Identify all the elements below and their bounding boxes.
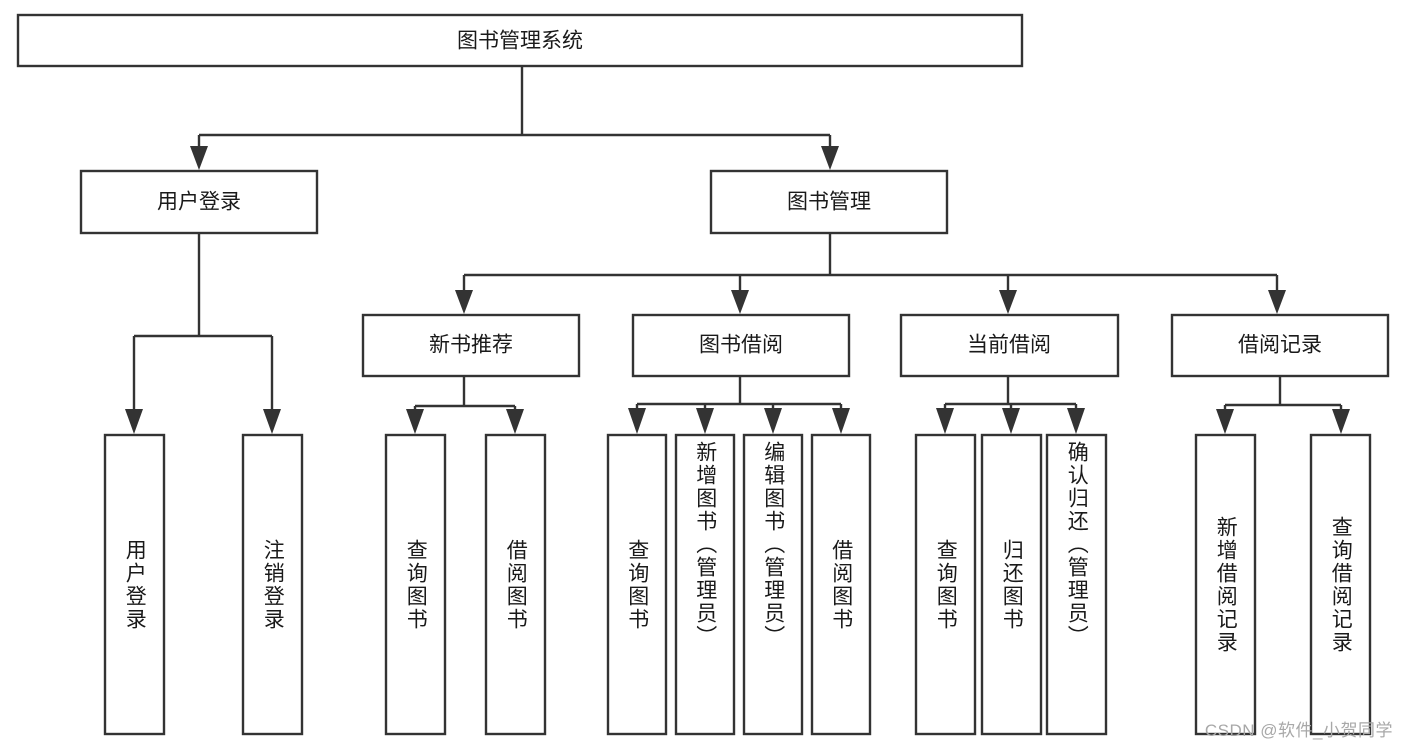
leaf-box-query-book-bb[interactable] — [606, 433, 668, 736]
connector-group-book-borrow — [628, 376, 850, 434]
arrow-head-book-mgmt — [821, 146, 839, 170]
leaf-box-add-borrow-record[interactable] — [1194, 433, 1257, 736]
leaf-box-add-book-admin[interactable] — [674, 433, 736, 736]
arrow-head-cb-leaf-2 — [1002, 408, 1020, 434]
arrow-head-new-book-rec — [455, 290, 473, 314]
node-box-root[interactable] — [16, 13, 1024, 68]
node-box-book-borrow[interactable] — [631, 313, 851, 378]
node-box-borrow-record[interactable] — [1170, 313, 1390, 378]
connector-group-new-book-rec — [406, 376, 524, 434]
leaf-box-return-book[interactable] — [980, 433, 1043, 736]
arrow-head-bb-leaf-1 — [628, 408, 646, 434]
node-box-new-book-recommend[interactable] — [361, 313, 581, 378]
leaf-box-confirm-return-admin[interactable] — [1045, 433, 1108, 736]
leaf-box-borrow-book-bb[interactable] — [810, 433, 872, 736]
watermark-text: CSDN @软件_小贺同学 — [1204, 721, 1393, 740]
node-label-borrow-record: 借阅记录 — [1238, 334, 1322, 357]
node-box-book-management[interactable] — [709, 169, 949, 235]
node-label-root: 图书管理系统 — [457, 30, 583, 53]
leaf-box-query-book-cb[interactable] — [914, 433, 977, 736]
arrow-head-leaf-user-login — [125, 409, 143, 434]
node-label-new-book-recommend: 新书推荐 — [429, 334, 513, 357]
arrow-head-leaf-logout — [263, 409, 281, 434]
node-label-user-login: 用户登录 — [157, 191, 241, 214]
connector-group-user-login — [125, 233, 281, 434]
connector-group-root — [190, 66, 839, 170]
connector-group-current-borrow — [936, 376, 1085, 434]
leaf-box-query-borrow-record[interactable] — [1309, 433, 1372, 736]
leaf-box-edit-book-admin[interactable] — [742, 433, 804, 736]
arrow-head-borrow-record — [1268, 290, 1286, 314]
arrow-head-bb-leaf-4 — [832, 408, 850, 434]
arrow-head-bb-leaf-2 — [696, 408, 714, 434]
arrow-head-nbr-leaf-2 — [506, 409, 524, 434]
node-box-user-login[interactable] — [79, 169, 319, 235]
leaf-box-user-login[interactable] — [103, 433, 166, 736]
arrow-head-cb-leaf-1 — [936, 408, 954, 434]
arrow-head-cb-leaf-3 — [1067, 408, 1085, 434]
node-label-current-borrow: 当前借阅 — [967, 334, 1051, 357]
leaf-box-logout[interactable] — [241, 433, 304, 736]
leaf-box-query-book-nbr[interactable] — [384, 433, 447, 736]
arrow-head-br-leaf-1 — [1216, 409, 1234, 434]
connector-group-book-mgmt — [455, 233, 1286, 314]
connector-group-borrow-record — [1216, 376, 1350, 434]
arrow-head-book-borrow — [731, 290, 749, 314]
leaf-box-borrow-book-nbr[interactable] — [484, 433, 547, 736]
arrow-head-br-leaf-2 — [1332, 409, 1350, 434]
arrow-head-current-borrow — [999, 290, 1017, 314]
node-box-current-borrow[interactable] — [899, 313, 1120, 378]
node-label-book-management: 图书管理 — [787, 191, 871, 214]
node-label-book-borrow: 图书借阅 — [699, 334, 783, 357]
arrow-head-nbr-leaf-1 — [406, 409, 424, 434]
arrow-head-bb-leaf-3 — [764, 408, 782, 434]
arrow-head-user-login — [190, 146, 208, 170]
